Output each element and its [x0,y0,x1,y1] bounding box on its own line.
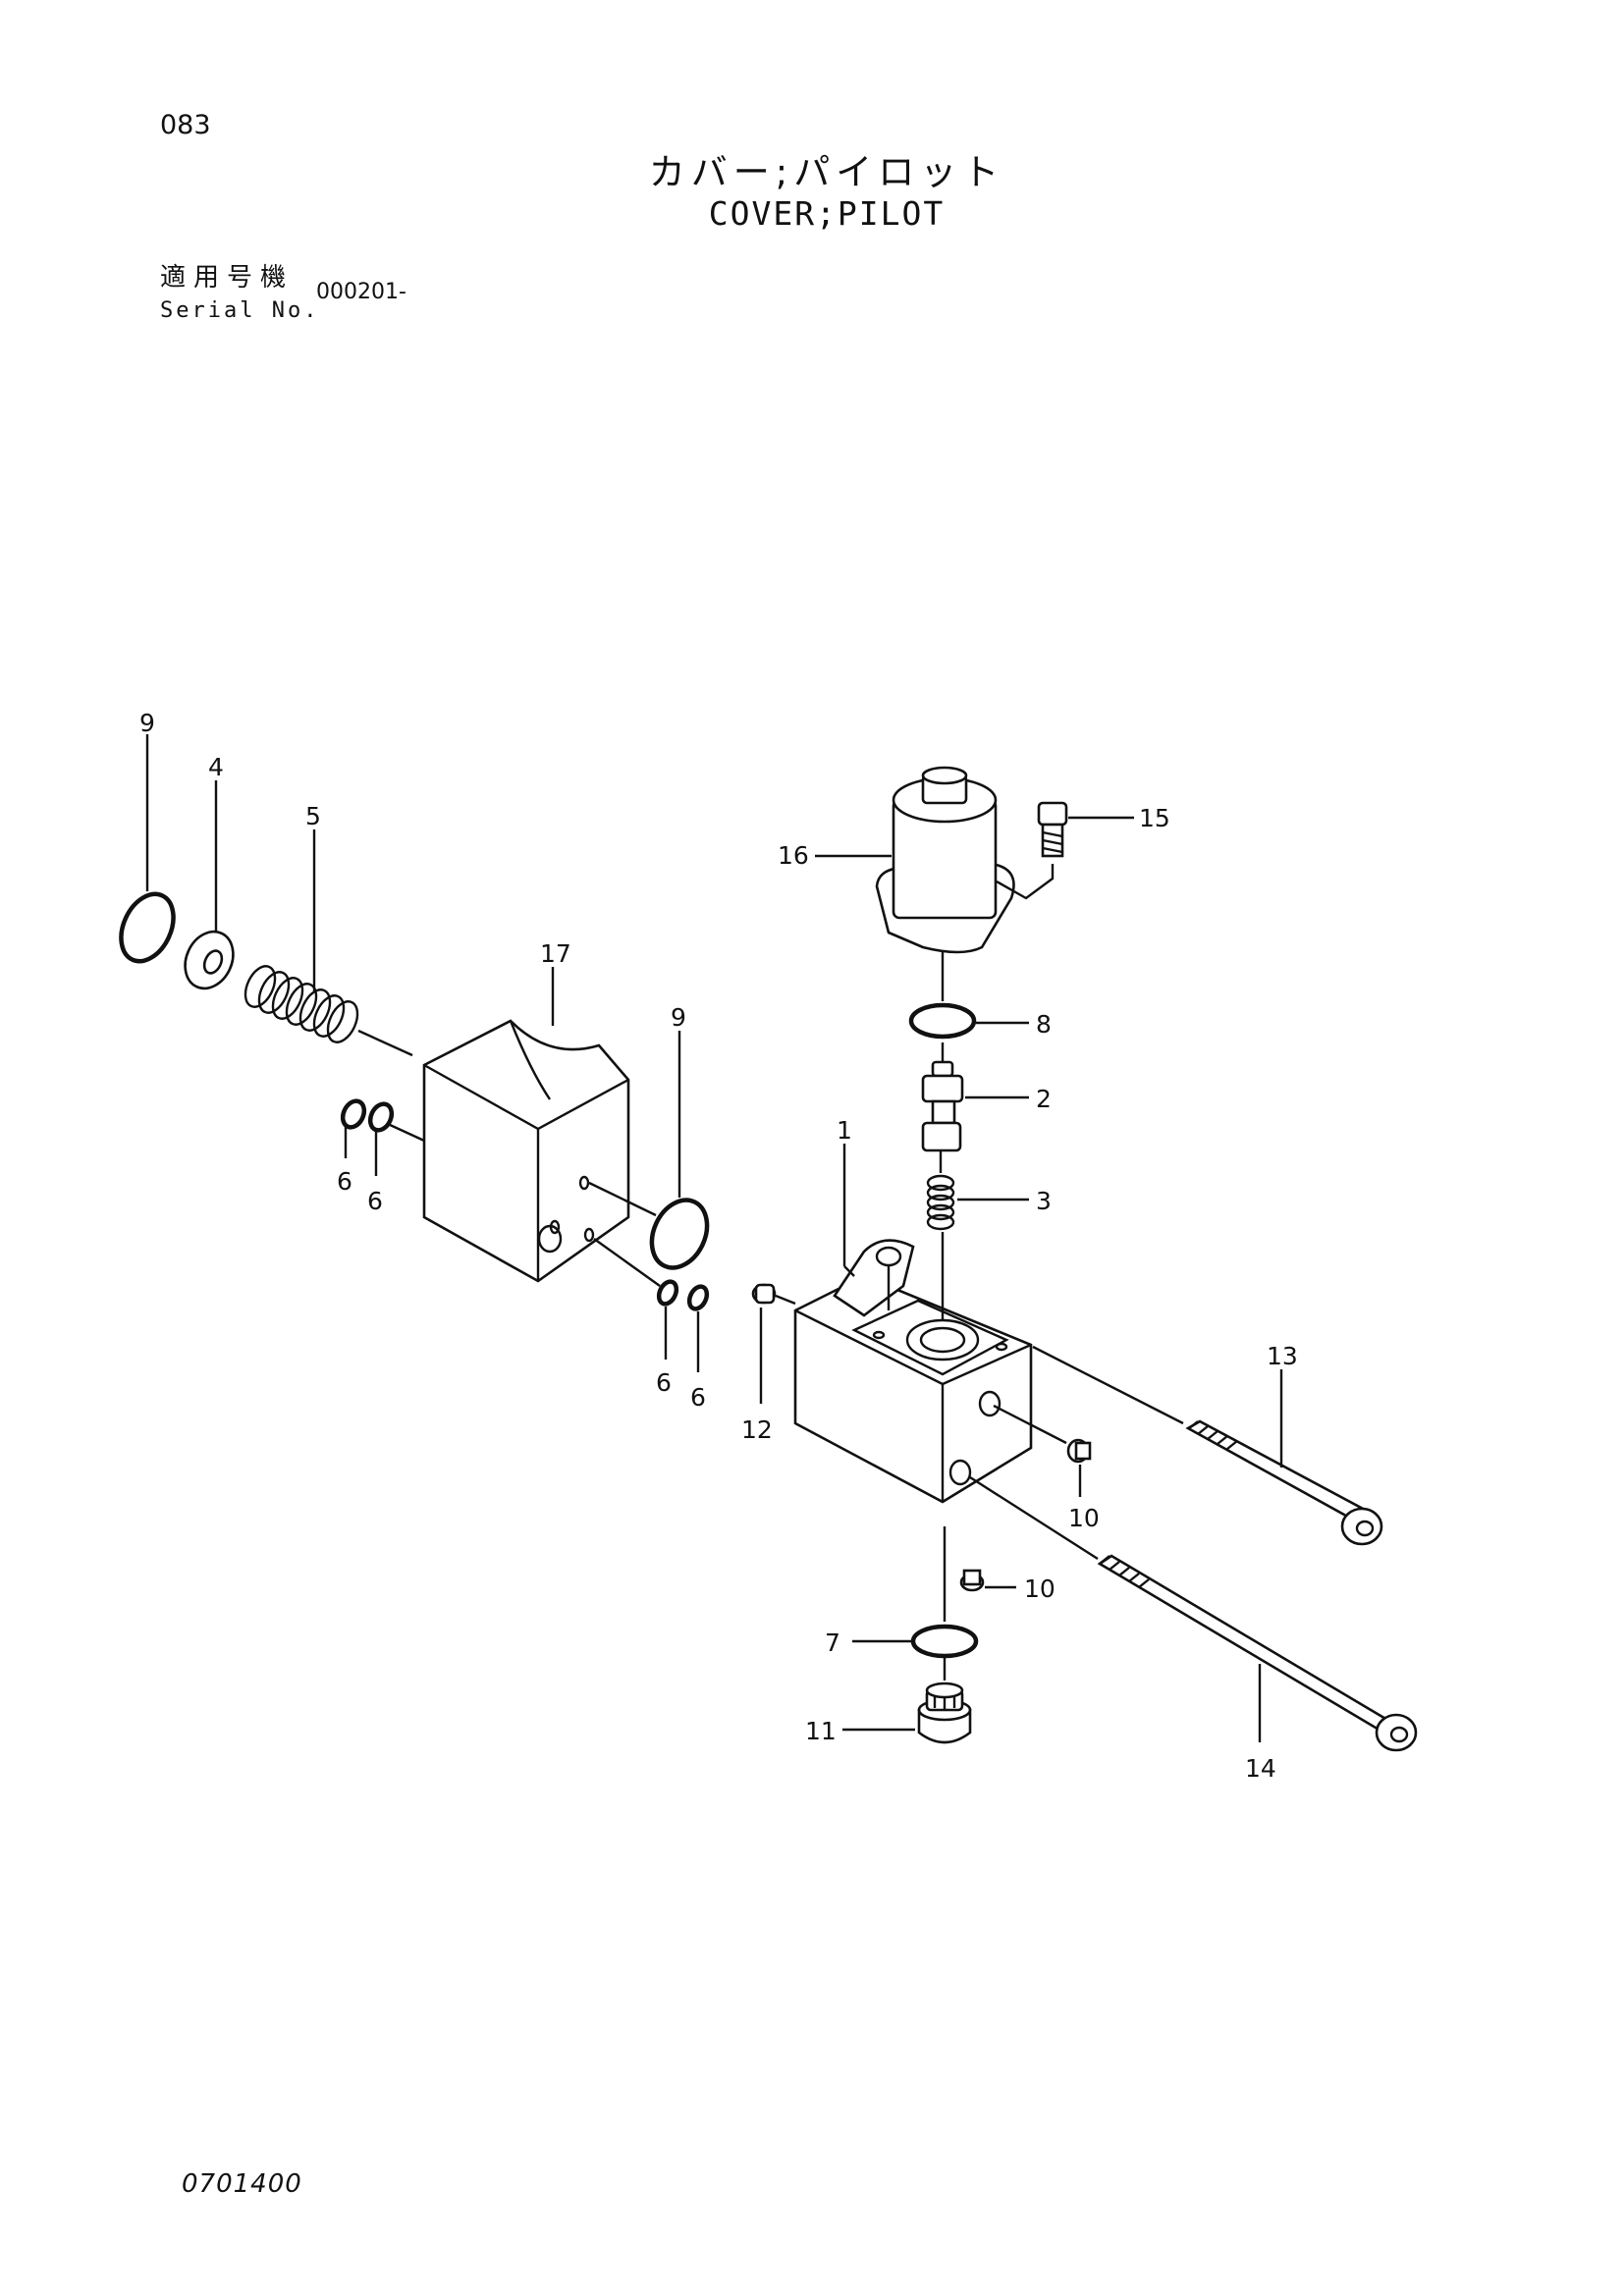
plug-12[interactable] [751,1283,777,1305]
pilot-cap-16[interactable] [875,766,1015,954]
o-ring-6-b[interactable] [366,1100,396,1134]
serial-label-en: Serial No. [160,298,320,323]
callout-6-b: 6 [367,1187,383,1215]
washer-4[interactable] [176,924,242,996]
callout-3: 3 [1036,1187,1052,1215]
o-ring-7[interactable] [910,1624,979,1659]
callout-1: 1 [837,1116,852,1145]
callout-9-right: 9 [671,1003,686,1032]
callout-6-c: 6 [656,1368,672,1397]
callout-5: 5 [305,802,321,830]
spring-3[interactable] [926,1174,955,1231]
callout-10-a: 10 [1068,1504,1100,1532]
callout-8: 8 [1036,1010,1052,1039]
callout-16: 16 [778,841,809,870]
page-number: 083 [160,110,211,140]
callout-4: 4 [208,753,224,781]
page-title-en: COVER;PILOT [708,194,946,233]
o-ring-8[interactable] [908,1002,977,1040]
screw-15[interactable] [1037,801,1068,858]
callout-12: 12 [741,1415,773,1444]
callout-11: 11 [805,1717,837,1745]
valve-spool-2[interactable] [921,1060,964,1152]
valve-body-1[interactable] [793,1239,1033,1504]
drawing-code: 0701400 [182,2169,302,2199]
plug-10-a[interactable] [1066,1438,1092,1464]
spring-5[interactable] [240,962,363,1047]
callout-10-b: 10 [1024,1575,1056,1603]
callout-9-left: 9 [139,709,155,737]
o-ring-6-c[interactable] [656,1279,680,1308]
bolt-14[interactable] [1097,1554,1418,1752]
bolt-13[interactable] [1185,1419,1383,1546]
callout-13: 13 [1267,1342,1298,1370]
callout-7: 7 [825,1629,840,1657]
o-ring-9-left[interactable] [111,885,184,970]
callout-14: 14 [1245,1754,1276,1783]
callout-15: 15 [1139,804,1170,832]
plug-10-b[interactable] [959,1569,985,1592]
o-ring-9-right[interactable] [641,1191,718,1276]
o-ring-6-a[interactable] [339,1097,368,1131]
o-ring-6-d[interactable] [686,1284,711,1312]
callout-17: 17 [540,939,571,968]
callout-6-d: 6 [690,1383,706,1412]
serial-label-jp: 適用号機 [160,263,295,293]
serial-number-value: 000201- [316,280,406,304]
callout-6-a: 6 [337,1167,352,1196]
callout-2: 2 [1036,1085,1052,1113]
pilot-cover-block-17[interactable] [422,1019,630,1283]
page-title-jp: カバー;パイロット [648,151,1005,193]
plug-11[interactable] [917,1682,972,1744]
